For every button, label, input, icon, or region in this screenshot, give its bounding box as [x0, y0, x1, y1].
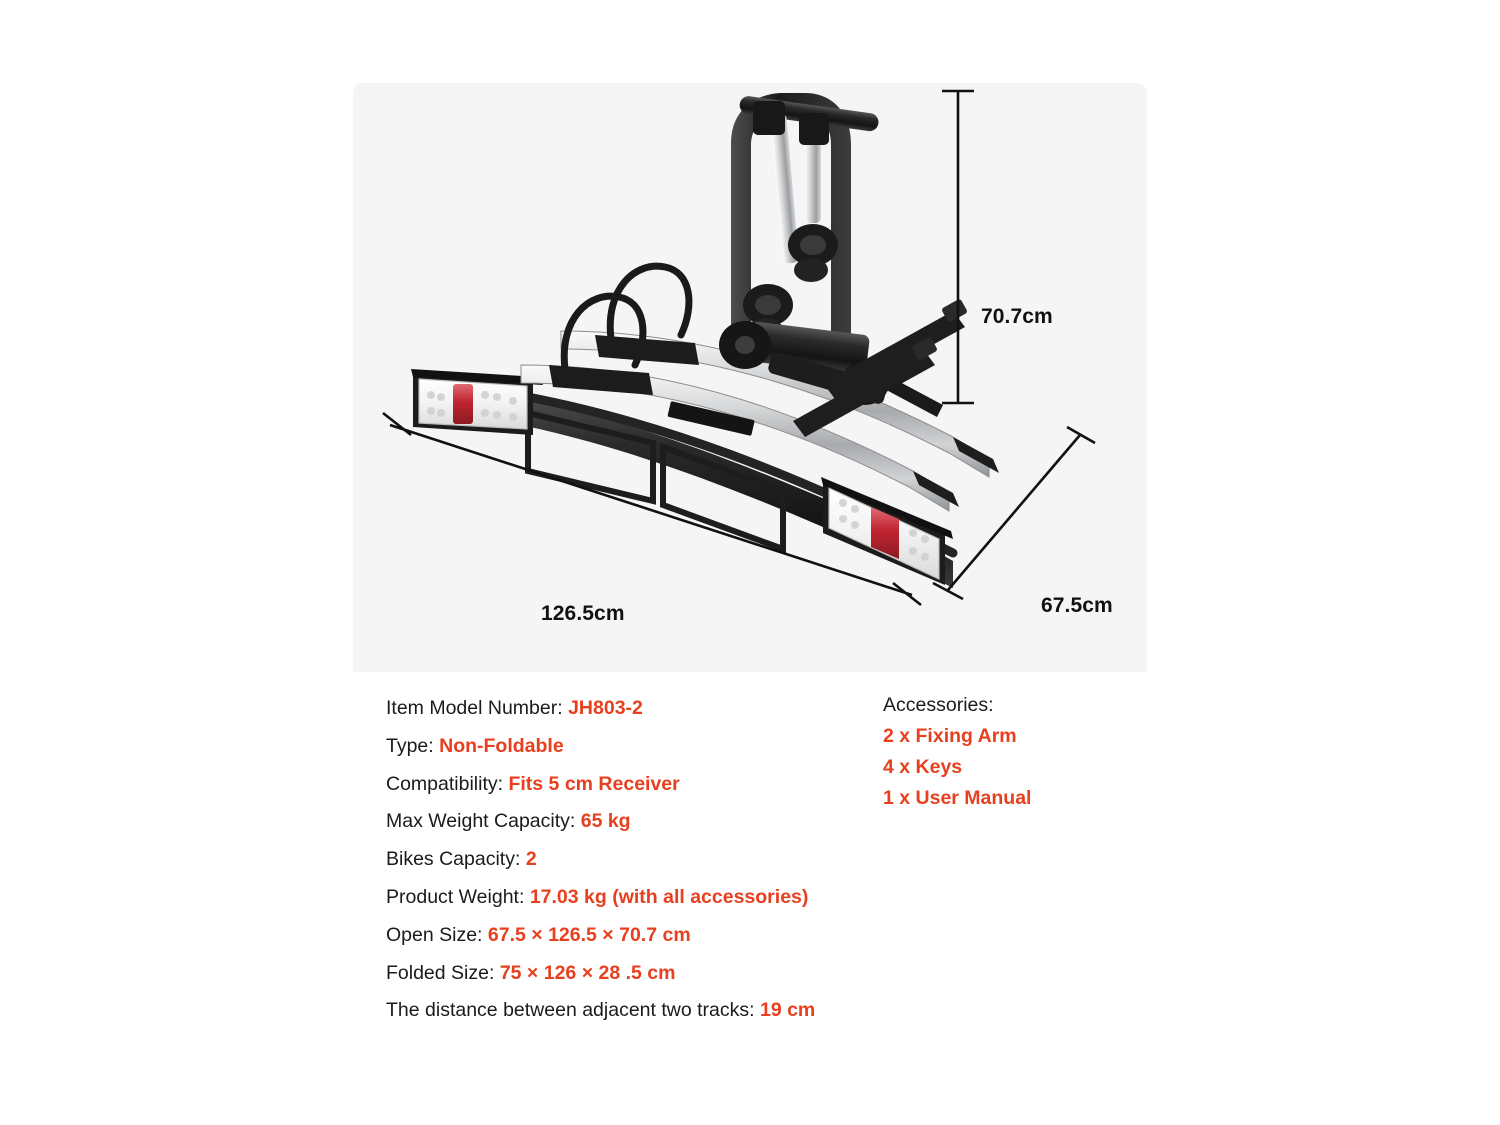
tail-light-left-reflector — [453, 384, 473, 424]
spec-row-product-weight: Product Weight: 17.03 kg (with all acces… — [386, 879, 853, 917]
spec-value-track-distance: 19 cm — [759, 999, 816, 1022]
width-dim-cap-left — [382, 411, 412, 437]
plate-frame-right — [660, 442, 786, 554]
fixing-arm-1-shaft — [770, 113, 799, 264]
depth-dim-cap-near — [932, 581, 964, 601]
depth-dim-cap-far — [1066, 425, 1096, 445]
bike-support-bars — [793, 299, 967, 437]
dimension-lines — [382, 89, 1096, 607]
dimension-label-width: 126.5cm — [541, 602, 625, 625]
tail-light-right-leds — [839, 499, 929, 561]
spec-row-max-weight: Max Weight Capacity: 65 kg — [386, 803, 853, 841]
tail-light-right-reflector — [871, 507, 899, 559]
accessories-list: Accessories: 2 x Fixing Arm 4 x Keys 1 x… — [853, 672, 1147, 1037]
tray-label — [667, 401, 755, 436]
depth-dim-line — [947, 434, 1081, 591]
spec-label-bikes-capacity: Bikes Capacity: — [386, 848, 521, 871]
spec-label-product-weight: Product Weight: — [386, 885, 525, 908]
accessories-title: Accessories: — [883, 694, 994, 716]
spec-value-product-weight: 17.03 kg (with all accessories) — [529, 885, 809, 908]
spec-label-open-size: Open Size: — [386, 923, 483, 946]
specification-panel: Item Model Number: JH803-2 Type: Non-Fol… — [353, 672, 1147, 1037]
tray-end-stop-front — [913, 471, 959, 507]
wheel-strap-bases — [549, 335, 699, 395]
spec-value-model: JH803-2 — [568, 697, 643, 719]
tail-light-right — [821, 477, 953, 585]
spec-row-bikes-capacity: Bikes Capacity: 2 — [386, 841, 853, 879]
fixing-arm-2-mount — [799, 113, 829, 145]
spec-label-compatibility: Compatibility: — [386, 772, 504, 795]
spec-value-bikes-capacity: 2 — [525, 848, 537, 871]
tail-light-left-cap — [411, 369, 543, 385]
product-illustration — [382, 89, 1096, 607]
pivot-hub-left-center — [735, 336, 755, 354]
spec-label-track-distance: The distance between adjacent two tracks… — [386, 999, 755, 1022]
dimension-label-depth: 67.5cm — [1041, 594, 1113, 617]
spec-row-compatibility: Compatibility: Fits 5 cm Receiver — [386, 766, 853, 804]
spec-row-open-size: Open Size: 67.5 × 126.5 × 70.7 cm — [386, 917, 853, 955]
tail-light-left-leds — [427, 391, 517, 421]
spec-row-track-distance: The distance between adjacent two tracks… — [386, 992, 853, 1030]
width-dim-line — [389, 423, 913, 597]
dimension-label-height: 70.7cm — [981, 305, 1053, 328]
spec-row-model: Item Model Number: JH803-2 — [386, 690, 853, 728]
wheel-straps — [560, 262, 693, 373]
fixing-arm-1-mount — [753, 101, 785, 135]
support-bar-grips — [912, 299, 967, 360]
accessory-item-user-manual: 1 x User Manual — [883, 787, 1032, 809]
plate-frame-left — [525, 409, 656, 505]
spec-row-type: Type: Non-Foldable — [386, 728, 853, 766]
spec-label-model: Item Model Number: — [386, 697, 563, 719]
spec-value-compatibility: Fits 5 cm Receiver — [508, 772, 680, 795]
tail-light-left — [411, 369, 543, 435]
spec-label-max-weight: Max Weight Capacity: — [386, 810, 576, 833]
spec-value-max-weight: 65 kg — [580, 810, 631, 833]
spec-value-open-size: 67.5 × 126.5 × 70.7 cm — [487, 923, 691, 946]
spec-row-folded-size: Folded Size: 75 × 126 × 28 .5 cm — [386, 955, 853, 993]
accessory-item-fixing-arm: 2 x Fixing Arm — [883, 725, 1017, 747]
spec-label-folded-size: Folded Size: — [386, 961, 495, 984]
spec-value-type: Non-Foldable — [439, 734, 564, 757]
spec-value-folded-size: 75 × 126 × 28 .5 cm — [499, 961, 676, 984]
spec-label-type: Type: — [386, 734, 434, 757]
fixing-arm-2-clamp — [788, 224, 838, 282]
specification-list: Item Model Number: JH803-2 Type: Non-Fol… — [353, 672, 853, 1037]
tray-end-stop-rear — [953, 437, 999, 473]
accessory-item-keys: 4 x Keys — [883, 756, 963, 778]
fixing-arms — [743, 101, 838, 342]
product-image-panel: 70.7cm 126.5cm 67.5cm — [353, 83, 1147, 672]
fixing-arm-2-shaft — [805, 129, 821, 223]
width-dim-cap-right — [892, 581, 922, 607]
tail-light-right-cap — [821, 477, 953, 539]
